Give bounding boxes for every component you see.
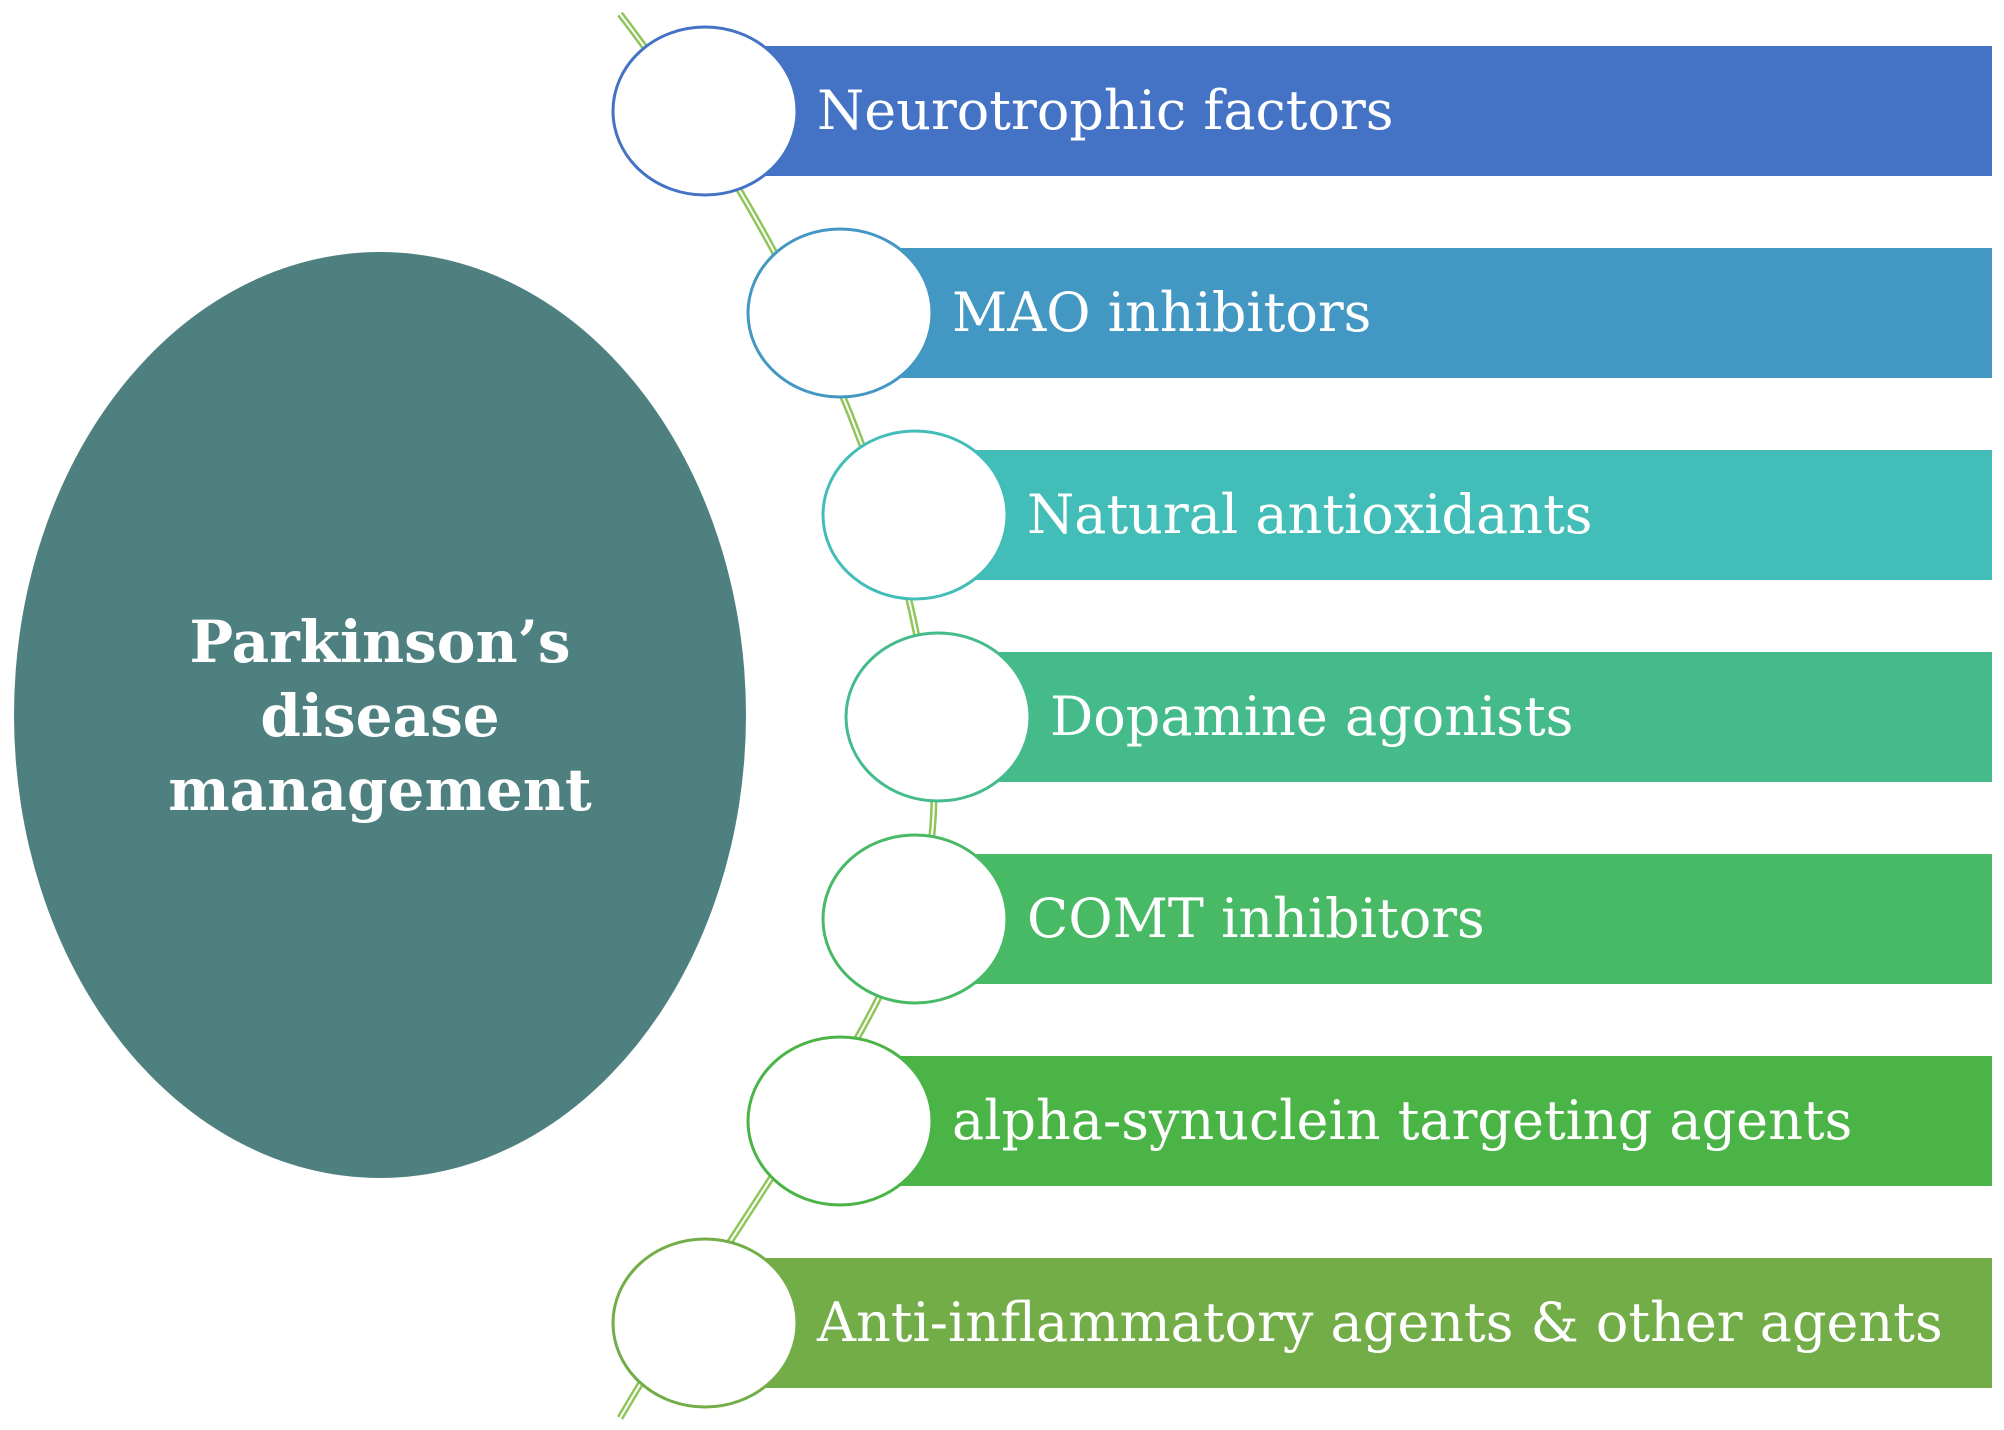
item-circle: [746, 1035, 934, 1207]
list-item: Natural antioxidants: [821, 429, 1992, 601]
central-label-line-2: disease: [260, 682, 499, 750]
item-circle: [821, 833, 1009, 1005]
list-item: MAO inhibitors: [746, 227, 1992, 399]
list-item: COMT inhibitors: [821, 833, 1992, 1005]
item-bar: [938, 652, 1992, 782]
item-label: MAO inhibitors: [952, 281, 1371, 344]
item-circle: [821, 429, 1009, 601]
item-bar: [915, 854, 1992, 984]
item-label: Dopamine agonists: [1050, 685, 1573, 748]
list-item: Neurotrophic factors: [611, 25, 1992, 197]
item-label: alpha-synuclein targeting agents: [952, 1089, 1852, 1152]
item-label: Neurotrophic factors: [817, 79, 1394, 142]
list-item: Anti-inflammatory agents & other agents: [611, 1237, 1992, 1409]
list-item: Dopamine agonists: [844, 631, 1992, 803]
item-circle: [611, 1237, 799, 1409]
central-node: Parkinson’s disease management: [14, 252, 746, 1178]
central-label-line-1: Parkinson’s: [190, 608, 571, 676]
item-bar: [840, 248, 1992, 378]
item-bar: [705, 46, 1992, 176]
central-ellipse: [14, 252, 746, 1178]
list-item: alpha-synuclein targeting agents: [746, 1035, 1992, 1207]
central-label-line-3: management: [168, 756, 592, 824]
item-label: Natural antioxidants: [1027, 483, 1593, 546]
item-label: Anti-inflammatory agents & other agents: [816, 1291, 1943, 1354]
item-circle: [746, 227, 934, 399]
item-bar: [915, 450, 1992, 580]
item-label: COMT inhibitors: [1027, 887, 1485, 950]
item-circle: [611, 25, 799, 197]
item-bar: [840, 1056, 1992, 1186]
item-bar: [705, 1258, 1992, 1388]
item-circle: [844, 631, 1032, 803]
